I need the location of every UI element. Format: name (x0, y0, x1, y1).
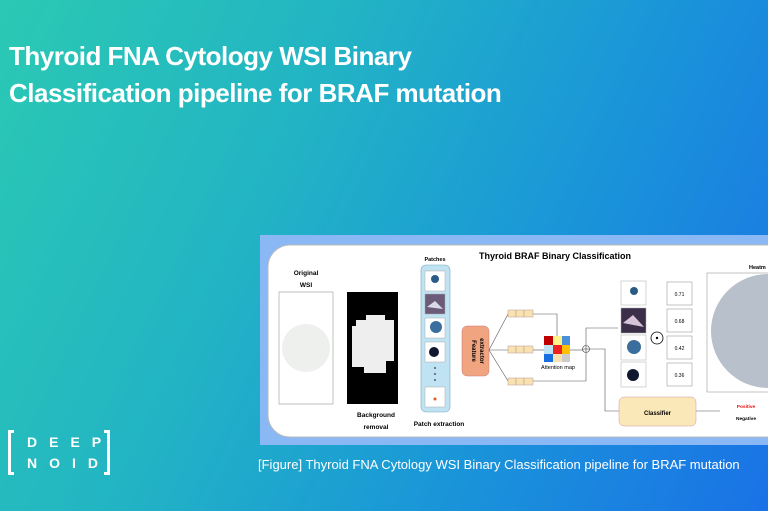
logo-line-1: DEEP (27, 434, 114, 450)
multiply-icon (650, 331, 664, 345)
figure-title: Thyroid BRAF Binary Classification (479, 251, 631, 261)
headline: Thyroid FNA Cytology WSI Binary Classifi… (9, 38, 502, 112)
feature-extractor-box (461, 325, 490, 377)
heatmap-image (711, 274, 768, 388)
pipeline-figure: Thyroid BRAF Binary Classification Origi… (260, 235, 768, 445)
figure-caption: [Figure] Thyroid FNA Cytology WSI Binary… (258, 457, 740, 472)
label-classifier: Classifier (644, 411, 672, 417)
mask-tissue (352, 315, 394, 373)
score: 0.68 (675, 319, 685, 325)
feature-vectors (507, 309, 534, 386)
score: 0.36 (675, 373, 685, 379)
wsi-tissue (282, 324, 330, 372)
feature-extractor-line2: extractor (478, 338, 484, 364)
label-original: Original (294, 270, 319, 277)
label-background: Background (357, 412, 395, 419)
deepnoid-logo: DEEP NOID (8, 430, 110, 475)
label-removal: removal (364, 424, 389, 431)
weighted-patches (620, 280, 647, 388)
feature-extractor-line1: Feature (470, 340, 476, 362)
label-positive: Positive (737, 404, 756, 410)
connector-lines (488, 313, 720, 412)
concat-icon (582, 345, 590, 353)
attention-scores: 0.71 0.68 0.42 0.36 (666, 281, 693, 387)
label-attention-map: Attention map (541, 365, 575, 371)
logo-bracket-left (8, 430, 14, 475)
score: 0.42 (675, 346, 685, 352)
headline-line-1: Thyroid FNA Cytology WSI Binary (9, 41, 412, 71)
logo-line-2: NOID (27, 455, 110, 471)
score: 0.71 (675, 292, 685, 298)
headline-line-2: Classification pipeline for BRAF mutatio… (9, 78, 502, 108)
label-patches: Patches (424, 257, 445, 263)
patch-stack (424, 270, 446, 408)
label-heatmap: Heatm (749, 265, 766, 271)
label-wsi: WSI (300, 282, 312, 289)
logo-bracket-right (104, 430, 110, 475)
classifier-box (618, 396, 697, 427)
label-patch-extraction: Patch extraction (414, 421, 465, 428)
attention-map-grid (544, 336, 570, 362)
label-negative: Negative (736, 416, 756, 422)
